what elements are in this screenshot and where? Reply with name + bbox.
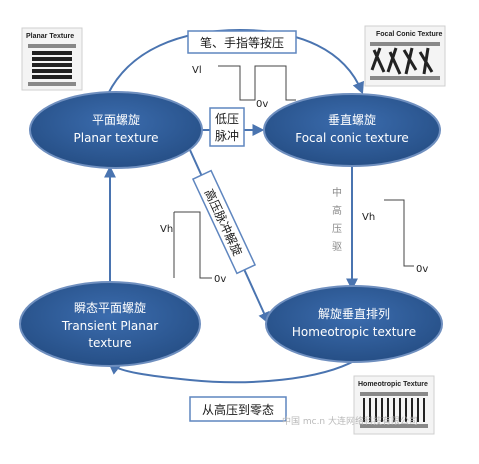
right-char-1: 中 bbox=[332, 186, 342, 199]
waveform-right-low: 0v bbox=[416, 264, 428, 275]
homeotropic-en-label: Homeotropic texture bbox=[292, 325, 416, 339]
planar-zh-label: 平面螺旋 bbox=[92, 113, 140, 127]
state-focal-conic: 垂直螺旋 Focal conic texture bbox=[263, 93, 441, 167]
press-label-box: 笔、手指等按压 bbox=[187, 30, 297, 54]
planar-en-label: Planar texture bbox=[74, 131, 159, 145]
waveform-middle-low: 0v bbox=[214, 274, 226, 285]
homeotropic-thumbnail-title: Homeotropic Texture bbox=[358, 381, 428, 388]
waveform-top-low: 0v bbox=[256, 99, 268, 110]
waveform-right-high: Vh bbox=[362, 212, 375, 223]
right-char-4: 驱 bbox=[332, 241, 342, 253]
planar-thumbnail-title: Planar Texture bbox=[26, 33, 74, 40]
arrow-planar-to-focal-top bbox=[107, 28, 364, 95]
transient-en-label-2: texture bbox=[88, 336, 131, 350]
transient-zh-label: 瞬态平面螺旋 bbox=[74, 301, 146, 315]
waveform-middle: Vh 0v bbox=[160, 211, 226, 285]
state-transient-planar: 瞬态平面螺旋 Transient Planar texture bbox=[19, 281, 201, 367]
waveform-top-high: Vl bbox=[192, 65, 202, 76]
state-homeotropic: 解旋垂直排列 Homeotropic texture bbox=[265, 285, 443, 363]
homeotropic-thumbnail: Homeotropic Texture bbox=[353, 375, 435, 435]
transient-en-label-1: Transient Planar bbox=[61, 319, 158, 333]
waveform-middle-high: Vh bbox=[160, 224, 173, 235]
homeotropic-zh-label: 解旋垂直排列 bbox=[318, 307, 390, 321]
bottom-label-box: 从高压到零态 bbox=[189, 396, 287, 422]
low-pulse-label-2: 脉冲 bbox=[215, 128, 239, 143]
right-char-2: 高 bbox=[332, 204, 342, 217]
press-label: 笔、手指等按压 bbox=[200, 35, 284, 50]
planar-texture-thumbnail: Planar Texture bbox=[21, 27, 83, 91]
arrow-homeotropic-to-transient bbox=[108, 359, 357, 384]
waveform-right: Vh 0v bbox=[362, 199, 428, 275]
right-char-3: 压 bbox=[332, 223, 342, 235]
focal-zh-label: 垂直螺旋 bbox=[328, 113, 376, 127]
watermark: 中国 mc.n 大连网络科技有限公司 bbox=[282, 415, 418, 427]
focal-en-label: Focal conic texture bbox=[295, 131, 409, 145]
focal-thumbnail-title: Focal Conic Texture bbox=[376, 31, 442, 38]
bottom-label: 从高压到零态 bbox=[202, 402, 274, 417]
state-planar: 平面螺旋 Planar texture bbox=[29, 91, 203, 169]
waveform-top: Vl 0v bbox=[192, 65, 296, 110]
low-pulse-box: 低压 脉冲 bbox=[209, 107, 245, 147]
high-pulse-box: 高压脉冲解旋 bbox=[191, 169, 257, 275]
focal-conic-thumbnail: Focal Conic Texture bbox=[364, 25, 446, 87]
mid-high-voltage-label: 中 高 压 驱 bbox=[332, 186, 342, 253]
low-pulse-label-1: 低压 bbox=[215, 112, 239, 126]
